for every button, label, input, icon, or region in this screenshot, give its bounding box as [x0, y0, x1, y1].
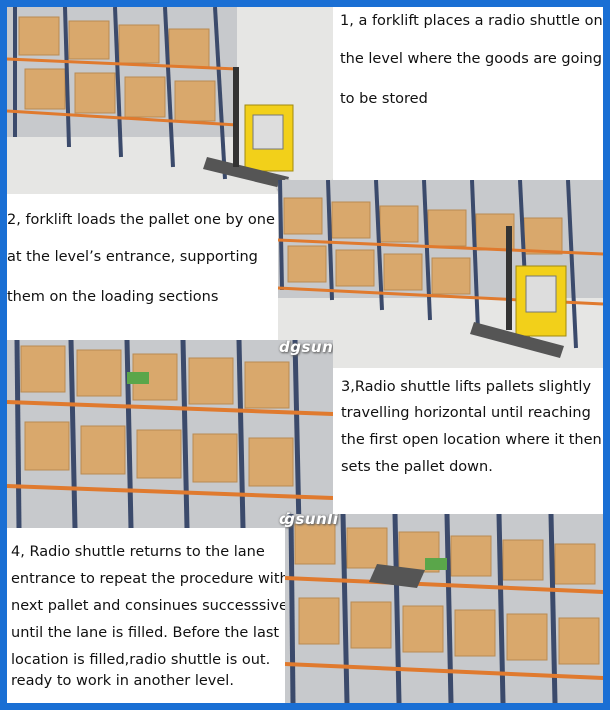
step3-text: 3,Radio shuttle lifts pallets slightly t… — [333, 368, 603, 528]
step3-illustration: dgsunli dgsunli — [7, 340, 333, 528]
watermark: dgsunli — [279, 340, 333, 356]
step4-illustration: dgsunli — [285, 514, 603, 703]
step4-line: next pallet and consinues successsively — [11, 598, 285, 614]
step3-line: sets the pallet down. — [341, 459, 493, 475]
step2-illustration — [278, 180, 603, 368]
step3-line: 3,Radio shuttle lifts pallets slightly — [341, 379, 592, 395]
shuttle-illustration — [127, 372, 149, 384]
step4-text: 4, Radio shuttle returns to the lane ent… — [7, 528, 285, 703]
step4-line: location is filled,radio shuttle is out. — [11, 652, 271, 668]
step2-line: at the level’s entrance, supporting — [7, 249, 258, 265]
step3-line: travelling horizontal until reaching — [341, 405, 591, 421]
step3-line: the first open location where it then — [341, 432, 602, 448]
shuttle-illustration — [425, 558, 447, 570]
step2-line: them on the loading sections — [7, 289, 219, 305]
step2-line: 2, forklift loads the pallet one by one — [7, 212, 275, 228]
step1-text: 1, a forklift places a radio shuttle on … — [333, 7, 603, 194]
step1-illustration: dgsunli — [7, 7, 333, 194]
forklift-illustration — [203, 67, 294, 189]
step4-line: ready to work in another level. — [11, 673, 234, 689]
step1-line: the level where the goods are going — [340, 51, 602, 67]
step4-line: 4, Radio shuttle returns to the lane — [11, 544, 265, 560]
forklift-illustration — [470, 226, 567, 358]
watermark: dgsunli — [285, 514, 339, 528]
step4-line: until the lane is filled. Before the las… — [11, 625, 280, 641]
step4-line: entrance to repeat the procedure with — [11, 571, 285, 587]
step2-text: 2, forklift loads the pallet one by one … — [7, 194, 278, 340]
step1-line: to be stored — [340, 91, 428, 107]
step1-line: 1, a forklift places a radio shuttle on — [340, 13, 603, 29]
